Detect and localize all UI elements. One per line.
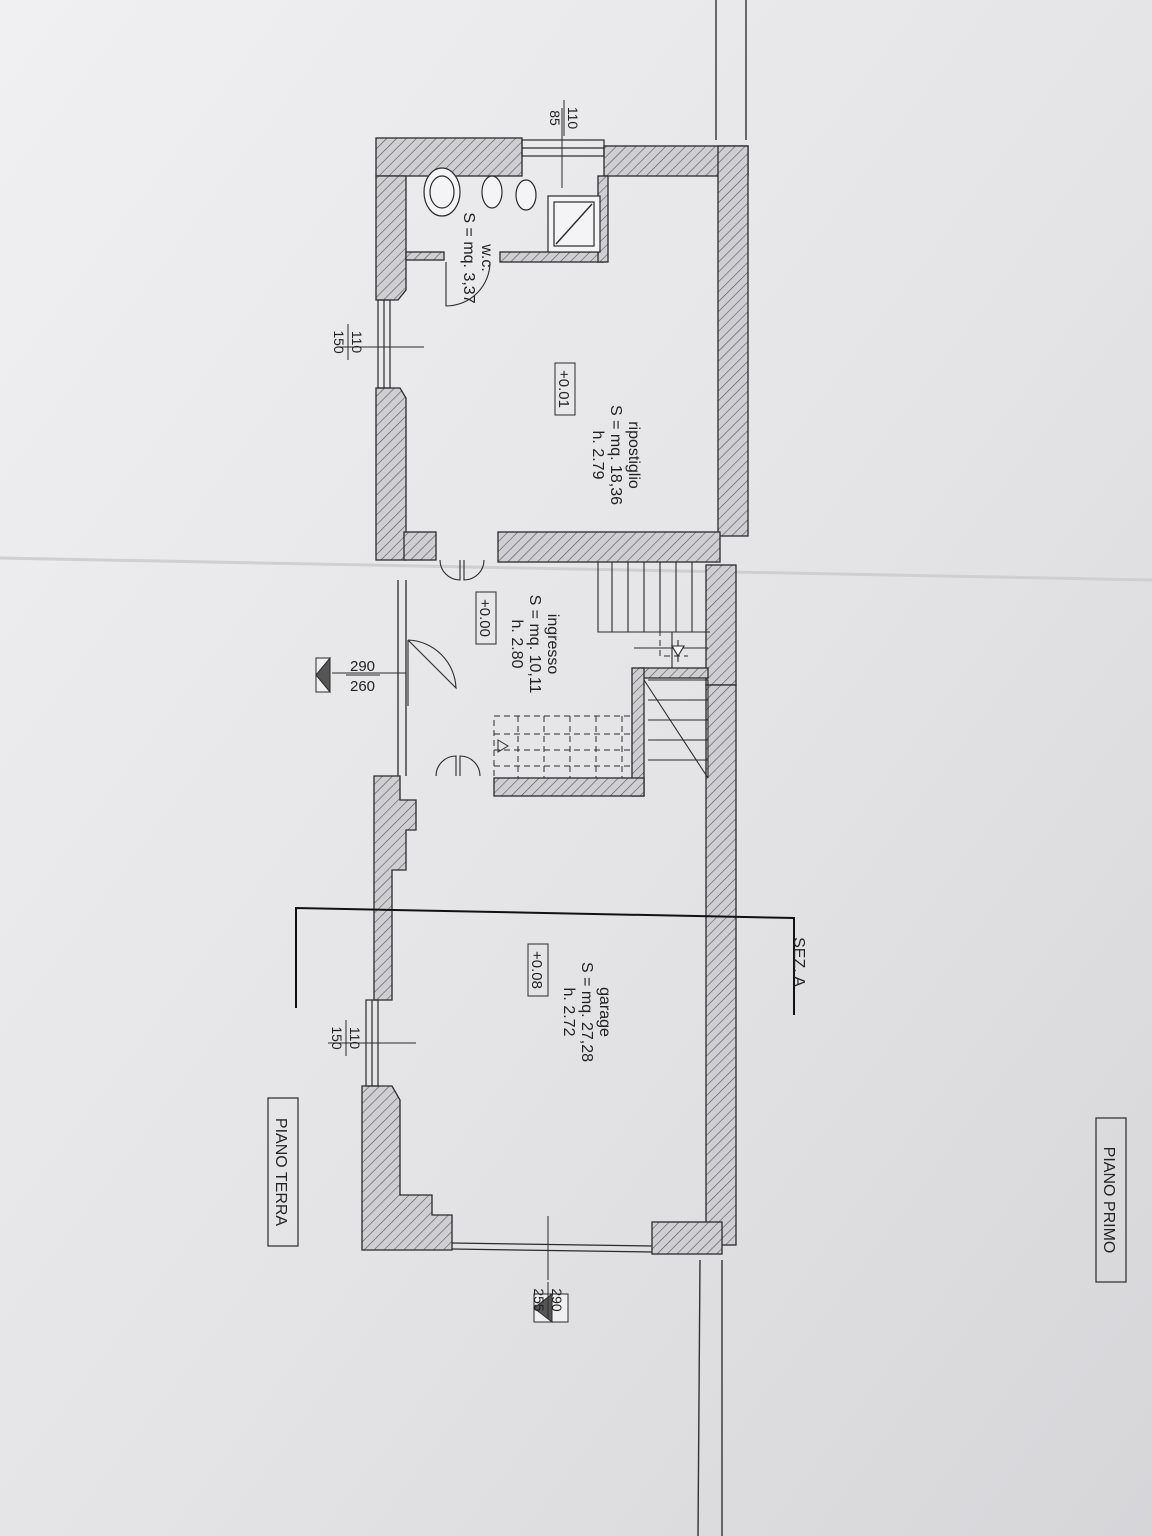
- paper-fold: [0, 556, 1152, 582]
- room-height: h. 2.79: [589, 431, 606, 480]
- section-label: SEZ. A: [790, 937, 807, 987]
- dim-top: 110: [565, 107, 581, 130]
- room-ingresso: ingresso S = mq. 10,11 h. 2.80 +0.00: [475, 591, 561, 694]
- dim-bottom: 150: [331, 330, 347, 354]
- wall-right-upper: [717, 145, 749, 537]
- level-badge: +0.08: [528, 951, 545, 989]
- wall-cross-a: [403, 531, 437, 561]
- wc-partition-b: [499, 251, 605, 263]
- piano-primo-label: PIANO PRIMO: [1095, 1117, 1127, 1283]
- room-wc: w.c. S = mq. 3,37: [460, 212, 495, 303]
- level-badge: +0.00: [476, 599, 493, 637]
- dim-garage-door: 290 255: [531, 1282, 565, 1318]
- walls: [361, 137, 749, 1255]
- bidet-icon: [515, 179, 537, 211]
- room-ripostiglio: ripostiglio S = mq. 18,36 h. 2.79 +0.01: [554, 362, 642, 505]
- dim-top: 110: [349, 331, 365, 354]
- room-height: h. 2.80: [508, 620, 525, 669]
- piano-primo-text: PIANO PRIMO: [1100, 1147, 1117, 1254]
- wall-left-2: [375, 387, 407, 561]
- room-name: ripostiglio: [625, 421, 642, 489]
- room-name: garage: [596, 987, 613, 1037]
- dim-top: 290: [350, 658, 375, 675]
- wall-left-3: [373, 775, 417, 1001]
- dim-top: 290: [549, 1288, 565, 1312]
- dim-bottom: 150: [329, 1026, 345, 1050]
- dim-top: 110: [347, 1027, 363, 1050]
- door-wc: [445, 261, 491, 307]
- toilet-icon: [481, 175, 503, 209]
- wall-left-4: [361, 1085, 453, 1251]
- room-area: S = mq. 3,37: [460, 212, 477, 303]
- room-name: ingresso: [544, 614, 561, 675]
- piano-terra-text: PIANO TERRA: [272, 1118, 289, 1227]
- dim-garage-window: 110 150: [329, 1020, 363, 1056]
- stair-wall-side: [631, 667, 645, 797]
- section-text: SEZ. A: [790, 937, 807, 987]
- stair-arrow: [497, 739, 509, 753]
- dimension-leaders: [328, 108, 563, 1280]
- room-area: S = mq. 27,28: [578, 962, 595, 1062]
- boundary-lines: [697, 0, 747, 1536]
- wall-cross-b: [497, 531, 721, 563]
- garage-pier-right: [651, 1221, 723, 1255]
- wall-right-middle: [705, 564, 737, 686]
- doors: [407, 261, 491, 777]
- door-ripostiglio-a: [439, 559, 461, 581]
- dim-bottom: 260: [350, 678, 375, 695]
- dim-wc-window: 110 85: [547, 100, 581, 136]
- door-garage-b: [459, 755, 481, 777]
- stairs-above: [493, 600, 688, 779]
- entrance-door-swing: [407, 639, 457, 690]
- dim-bottom: 85: [547, 110, 563, 126]
- piano-terra-label: PIANO TERRA: [267, 1097, 299, 1247]
- door-ripostiglio-b: [463, 559, 485, 581]
- room-name: w.c.: [478, 243, 495, 272]
- entrance-door-marker: [315, 656, 331, 694]
- stairs: [597, 562, 710, 779]
- room-area: S = mq. 18,36: [607, 405, 624, 505]
- dim-bottom: 255: [531, 1288, 547, 1312]
- stair-wall-upper: [639, 667, 709, 679]
- wall-left-1: [375, 175, 407, 301]
- section-line: [295, 906, 795, 1015]
- wall-cross-lower: [493, 777, 645, 797]
- wall-right-lower: [705, 684, 737, 1246]
- dim-entrance-door: 290 260: [346, 658, 380, 695]
- level-badge: +0.01: [555, 370, 572, 408]
- dim-ripostiglio-window: 110 150: [331, 324, 365, 360]
- room-height: h. 2.72: [560, 988, 577, 1037]
- wc-fixtures: [423, 167, 601, 253]
- thin-walls: [397, 580, 653, 1253]
- door-garage-a: [435, 755, 457, 777]
- room-area: S = mq. 10,11: [526, 595, 543, 694]
- room-garage: garage S = mq. 27,28 h. 2.72 +0.08: [527, 943, 613, 1062]
- wc-partition-a: [405, 251, 445, 261]
